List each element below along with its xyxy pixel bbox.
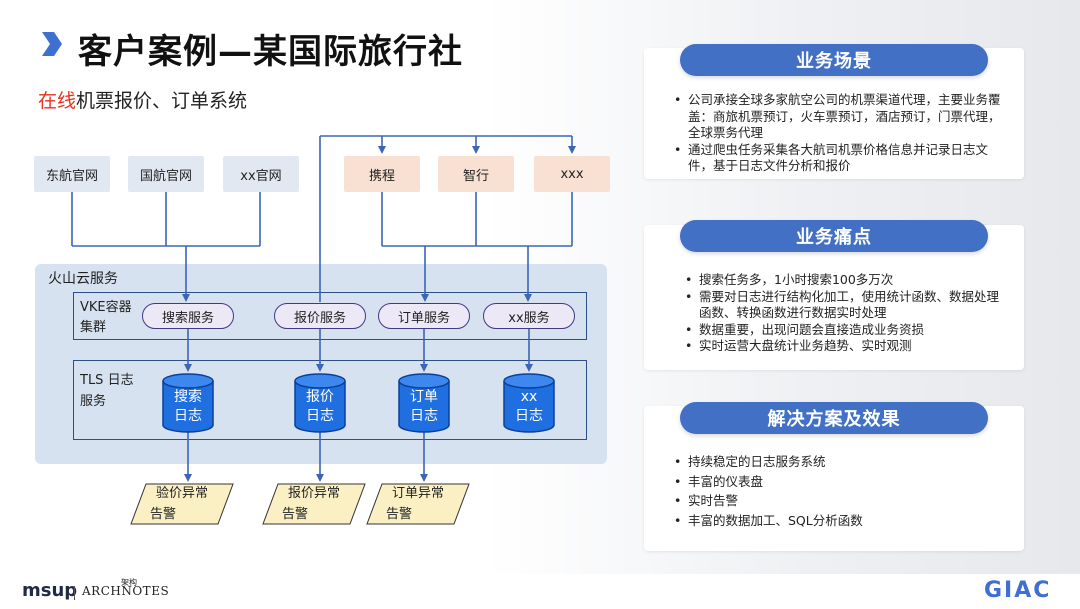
footer-separator: [74, 586, 75, 600]
source-xxx: xxx: [534, 156, 610, 192]
diagram-connectors: [71, 135, 576, 482]
price-check-alert-shape: [130, 483, 234, 525]
source-xx-official: xx官网: [223, 156, 299, 192]
pricing-alert-shape: [262, 483, 366, 525]
search-log-label: 搜索日志: [174, 389, 202, 424]
order-alert-shape: [366, 483, 470, 525]
list-item: 需要对日志进行结构化加工，使用统计函数、数据处理函数、转换函数进行数据实时处理: [685, 289, 1002, 322]
order-log-label: 订单日志: [410, 389, 438, 424]
price-check-alert-label: 验价异常告警: [150, 486, 209, 522]
archnotes-logo-sup: 架构: [121, 578, 137, 587]
vke-cluster-label: VKE容器集群: [80, 300, 132, 335]
page-subtitle: 在线机票报价、订单系统: [38, 86, 247, 113]
tls-log-service-label: TLS 日志服务: [80, 373, 134, 409]
pain-points-title: 业务痛点: [680, 220, 988, 252]
source-zhixing: 智行: [438, 156, 514, 192]
list-item: 通过爬虫任务采集各大航司机票价格信息并记录日志文件，基于日志文件分析和报价: [674, 142, 1002, 175]
source-eastern-airlines: 东航官网: [34, 156, 110, 192]
pricing-alert-label: 报价异常告警: [282, 486, 341, 522]
msup-logo: msup: [22, 580, 78, 601]
list-item: 丰富的仪表盘: [674, 472, 1002, 492]
solution-title: 解决方案及效果: [680, 402, 988, 434]
list-item: 实时告警: [674, 491, 1002, 511]
giac-logo: GIAC: [984, 578, 1052, 603]
tls-log-service-box: [73, 360, 587, 440]
service-xx: xx服务: [483, 303, 575, 329]
footer-bar: [0, 574, 1080, 609]
cloud-service-label: 火山云服务: [48, 271, 118, 287]
business-scenario-title: 业务场景: [680, 44, 988, 76]
page-title: 客户案例—某国际旅行社: [78, 32, 463, 72]
title-chevron-icon: [42, 32, 62, 56]
source-air-china: 国航官网: [128, 156, 204, 192]
service-pricing: 报价服务: [274, 303, 366, 329]
subtitle-highlight: 在线: [38, 90, 77, 112]
list-item: 持续稳定的日志服务系统: [674, 452, 1002, 472]
list-item: 实时运营大盘统计业务趋势、实时观测: [685, 338, 1002, 355]
source-ctrip: 携程: [344, 156, 420, 192]
order-alert-label: 订单异常告警: [386, 486, 445, 522]
list-item: 公司承接全球多家航空公司的机票渠道代理，主要业务覆盖：商旅机票预订，火车票预订，…: [674, 92, 1002, 142]
xx-log-cylinder-icon: [503, 373, 555, 433]
service-search: 搜索服务: [142, 303, 234, 329]
order-log-cylinder-icon: [398, 373, 450, 433]
pricing-log-cylinder-icon: [294, 373, 346, 433]
list-item: 丰富的数据加工、SQL分析函数: [674, 511, 1002, 531]
pricing-log-label: 报价日志: [306, 389, 334, 424]
vke-cluster-box: [73, 292, 587, 340]
list-item: 搜索任务多，1小时搜索100多万次: [685, 272, 1002, 289]
search-log-cylinder-icon: [162, 373, 214, 433]
service-order: 订单服务: [378, 303, 470, 329]
list-item: 数据重要，出现问题会直接造成业务资损: [685, 322, 1002, 339]
subtitle-rest: 机票报价、订单系统: [76, 90, 248, 112]
archnotes-logo: ARCHNOTES: [82, 584, 170, 598]
